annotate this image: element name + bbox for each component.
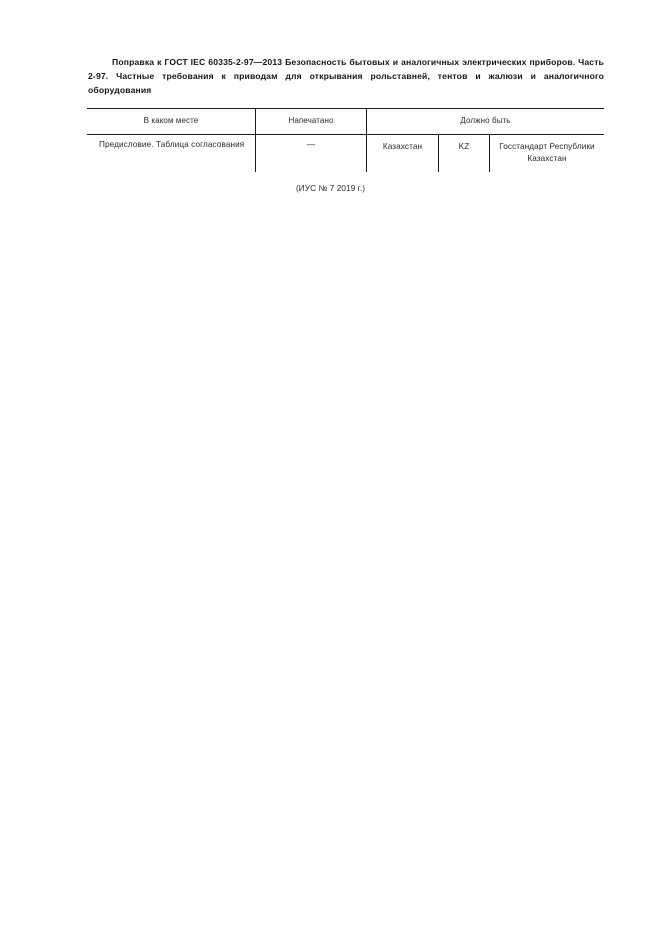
table-header-printed: Напечатано (288, 116, 334, 125)
table-subcolumn-divider-1 (438, 135, 439, 172)
table-top-rule (87, 108, 604, 109)
table-header-where: В каком месте (143, 116, 199, 125)
page-title: Поправка к ГОСТ IEC 60335-2-97—2013 Безо… (88, 57, 604, 96)
table-column-divider-2 (366, 108, 367, 172)
table-column-divider-1 (255, 108, 256, 172)
table-cell-country-code: KZ (458, 142, 470, 151)
table-cell-country: Казахстан (382, 142, 423, 151)
table-subcolumn-divider-2 (489, 135, 490, 172)
table-header-should-be: Должно быть (460, 116, 511, 125)
table-cell-printed: — (306, 140, 316, 149)
table-cell-where: Предисловие. Таблица согла­сования (99, 140, 245, 149)
table-cell-authority: Госстандарт Республики Казахстан (499, 142, 595, 163)
issue-note: (ИУС № 7 2019 г.) (295, 184, 366, 193)
correction-table: В каком месте Напечатано Должно быть Пре… (87, 108, 604, 174)
table-header-bottom-rule (87, 134, 604, 135)
